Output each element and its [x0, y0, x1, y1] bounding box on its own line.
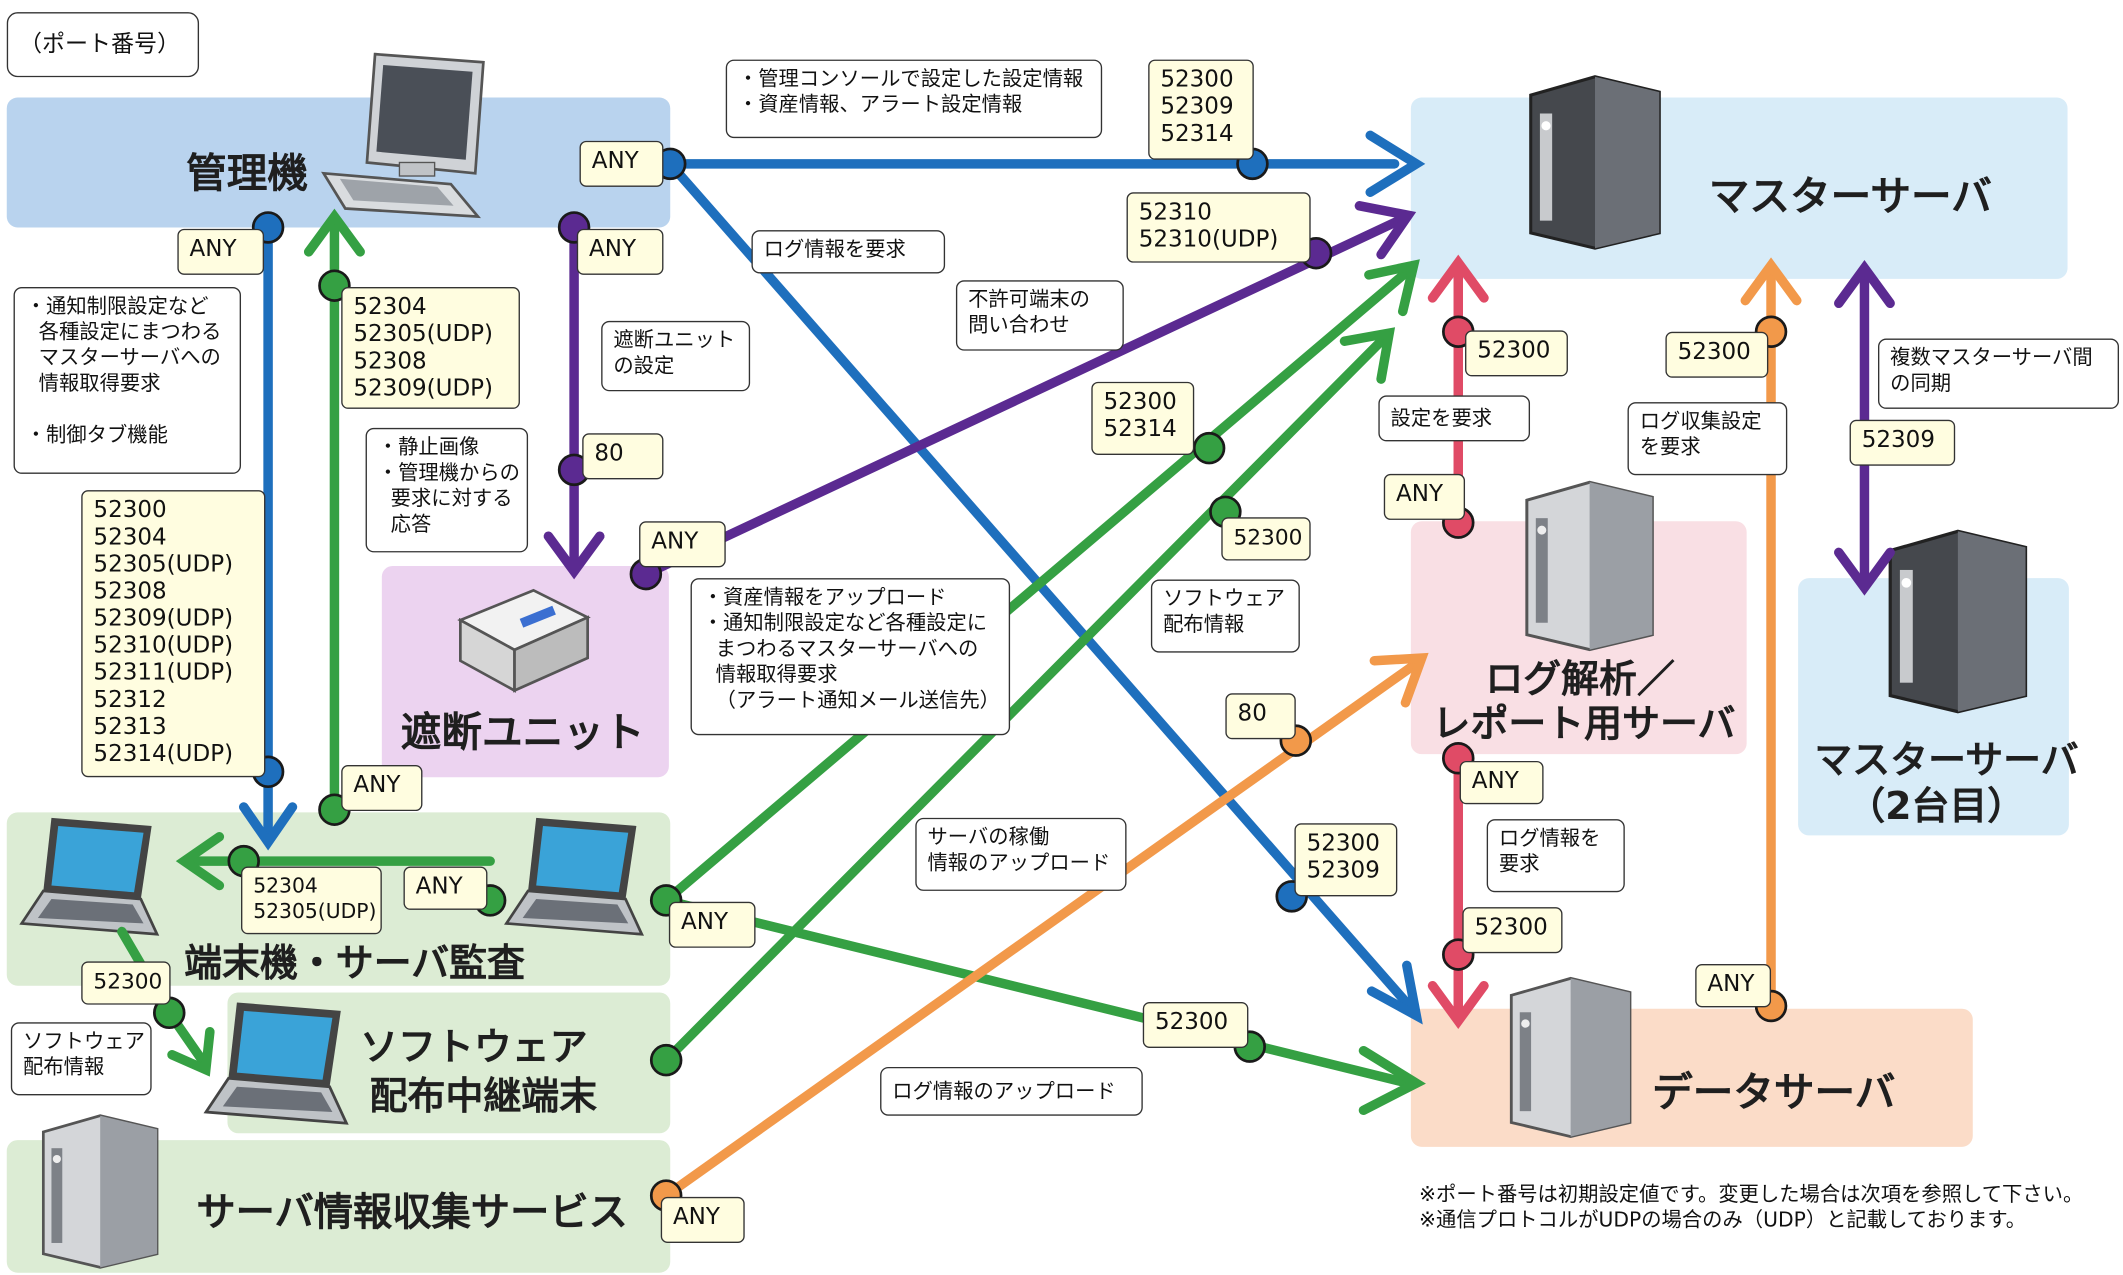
- port-label: ANY: [660, 1196, 745, 1243]
- arrow-relay-to-master-head: [1339, 327, 1396, 384]
- callout-request-settings: 設定を要求: [1378, 395, 1531, 442]
- callout-master-sync: 複数マスターサーバ間 の同期: [1877, 338, 2120, 409]
- callout-server-uptime: サーバの稼働 情報のアップロード: [915, 817, 1127, 891]
- admin-label: 管理機: [186, 150, 309, 198]
- laptop-icon: [19, 817, 160, 936]
- port-label: 52304 52305(UDP) 52308 52309(UDP): [341, 287, 520, 409]
- endpoint-dot: [1192, 431, 1226, 465]
- relay-label-2: 配布中継端末: [369, 1073, 598, 1119]
- port-label: 52300: [1465, 330, 1568, 377]
- master-label: マスターサーバ: [1708, 173, 1992, 221]
- blocking-unit-label: 遮断ユニット: [400, 709, 645, 757]
- callout-software-distribution-2: ソフトウェア 配布情報: [10, 1022, 152, 1096]
- blocking-unit-device-icon: [457, 588, 591, 693]
- port-label: ANY: [1695, 964, 1772, 1008]
- arrow-log-server-to-master-head: [1427, 254, 1489, 303]
- port-label: ANY: [403, 866, 488, 910]
- laptop-icon: [203, 1002, 349, 1125]
- port-label: ANY: [639, 521, 726, 568]
- port-label: 52300 52314: [1091, 381, 1195, 455]
- callout-still-image: ・静止画像 ・管理機からの 要求に対する 応答: [365, 427, 529, 553]
- arrow-blocking-unit-to-master: [641, 214, 1407, 579]
- server-collect-label: サーバ情報収集サービス: [196, 1188, 628, 1235]
- port-label: 52300 52309 52314: [1148, 59, 1254, 160]
- callout-admin-settings: ・管理コンソールで設定した設定情報 ・資産情報、アラート設定情報: [725, 59, 1103, 139]
- arrow-log-server-to-data-server-head: [1427, 980, 1489, 1029]
- server-icon: [1509, 976, 1632, 1139]
- terminal-audit-label: 端末機・サーバ監査: [184, 941, 525, 986]
- port-label: 52309: [1849, 419, 1956, 466]
- server-icon: [1525, 480, 1654, 652]
- arrow-terminal-to-data-server-head: [1358, 1045, 1426, 1116]
- log-server-label-2: レポート用サーバ: [1432, 701, 1736, 747]
- arrow-terminal-to-master: [661, 266, 1413, 906]
- arrow-admin-to-data-server-head: [1366, 960, 1423, 1025]
- callout-log-request-2: ログ情報を 要求: [1486, 819, 1625, 893]
- master2-label-1: マスターサーバ: [1814, 737, 2079, 783]
- desktop-pc-icon: [321, 52, 485, 219]
- arrow-master-sync-head-bottom: [1833, 547, 1895, 596]
- port-label: ANY: [668, 901, 756, 948]
- arrow-relay-to-master: [661, 333, 1389, 1065]
- port-label: ANY: [1383, 473, 1466, 520]
- server-icon: [1529, 75, 1661, 250]
- admin-panel: [6, 97, 671, 228]
- arrow-admin-to-terminal-head: [238, 802, 298, 851]
- arrow-admin-to-blocking-unit-head: [543, 531, 605, 580]
- callout-software-distribution: ソフトウェア 配布情報: [1150, 579, 1300, 653]
- port-label: 52300: [1142, 1001, 1249, 1048]
- callout-asset-upload: ・資産情報をアップロード ・通知制限設定など各種設定に まつわるマスターサーバへ…: [690, 578, 1011, 736]
- port-label: ANY: [1459, 760, 1544, 805]
- arrow-server-collect-to-log-server-head: [1369, 652, 1429, 708]
- callout-log-upload: ログ情報のアップロード: [880, 1066, 1143, 1116]
- master2-label-2: （2台目）: [1847, 783, 2026, 829]
- footnote-port-default: ※ポート番号は初期設定値です。変更した場合は次項を参照して下さい。: [1418, 1182, 2084, 1207]
- arrow-terminal-to-data-server: [661, 895, 1413, 1088]
- port-label: 80: [582, 433, 664, 480]
- port-label: 52300: [81, 961, 171, 1005]
- port-label: 52310 52310(UDP): [1126, 192, 1311, 263]
- log-server-label-1: ログ解析／: [1485, 656, 1675, 702]
- server-icon: [41, 1114, 159, 1269]
- arrow-terminal-to-admin-head: [303, 208, 365, 257]
- master-panel: [1410, 97, 2068, 279]
- arrow-terminal-to-relay-head: [167, 1027, 215, 1077]
- server-icon: [1888, 529, 2028, 714]
- port-label: 52300: [1665, 331, 1769, 378]
- callout-notification-settings: ・通知制限設定など 各種設定にまつわる マスターサーバへの 情報取得要求 ・制御…: [13, 287, 242, 474]
- port-label: 52304 52305(UDP): [241, 866, 382, 935]
- relay-label-1: ソフトウェア: [360, 1024, 588, 1070]
- port-label: 80: [1225, 693, 1296, 740]
- callout-blocking-unit-settings: 遮断ユニット の設定: [601, 320, 751, 392]
- arrow-laptop-to-laptop-head: [175, 832, 225, 891]
- arrow-terminal-to-master-head: [1364, 259, 1420, 317]
- data-server-panel: [1410, 1008, 1973, 1147]
- callout-unauthorized-terminal: 不許可端末の 問い合わせ: [955, 280, 1124, 351]
- port-label: 52300 52309: [1294, 823, 1398, 897]
- arrow-admin-to-master-head: [1365, 130, 1426, 198]
- port-number-legend: （ポート番号）: [6, 12, 200, 78]
- port-label: ANY: [576, 228, 664, 275]
- port-label: 52300: [1221, 517, 1311, 561]
- port-label: ANY: [177, 228, 265, 275]
- port-label: ANY: [341, 765, 423, 812]
- port-label: ANY: [579, 140, 664, 187]
- data-server-label: データサーバ: [1652, 1069, 1896, 1118]
- footnote-udp: ※通信プロトコルがUDPの場合のみ（UDP）と記載しております。: [1418, 1207, 2027, 1233]
- endpoint-dot: [649, 1043, 683, 1077]
- arrow-master-sync-head-top: [1833, 260, 1895, 309]
- callout-log-collection-settings: ログ収集設定 を要求: [1627, 402, 1788, 476]
- arrow-blocking-unit-to-master-head: [1354, 201, 1417, 260]
- arrow-data-server-to-master-head: [1740, 257, 1802, 306]
- callout-log-request: ログ情報を要求: [751, 230, 946, 274]
- port-label: 52300: [1462, 907, 1563, 954]
- laptop-icon: [503, 817, 644, 936]
- port-label: 52300 52304 52305(UDP) 52308 52309(UDP) …: [81, 490, 266, 778]
